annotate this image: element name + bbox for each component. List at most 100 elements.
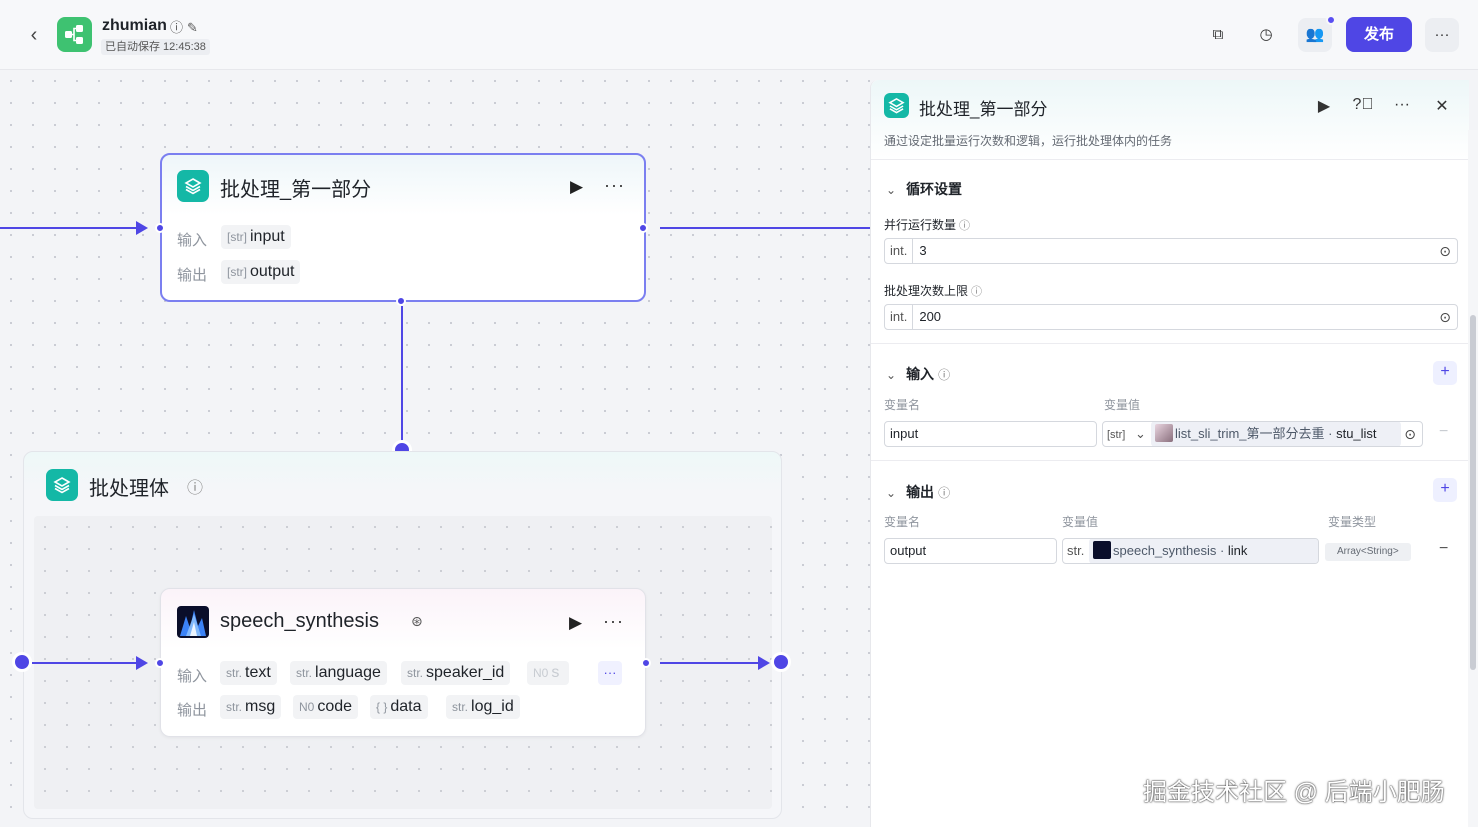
output-chip: [str]output (221, 260, 301, 284)
col-var-value: 变量值 (1062, 515, 1099, 529)
history-icon[interactable]: ◷ (1259, 26, 1273, 43)
edge-into-speech (32, 662, 140, 664)
output-var-name-field[interactable]: output (884, 538, 1057, 564)
layers-icon (46, 469, 78, 501)
run-icon[interactable]: ▶ (1317, 98, 1331, 115)
divider (871, 460, 1469, 461)
edge-in-batch (0, 227, 140, 229)
run-icon[interactable]: ▶ (569, 613, 583, 632)
add-output-button[interactable]: + (1433, 478, 1457, 502)
remove-row-icon[interactable]: − (1439, 423, 1449, 440)
speech-synthesis-node[interactable]: speech_synthesis ⊛ ▶ ··· 输入 str.text str… (160, 588, 646, 737)
input-chip: str.language (290, 661, 387, 685)
col-var-name: 变量名 (884, 398, 921, 412)
back-icon[interactable]: ‹ (30, 24, 38, 46)
input-chip: str.text (220, 661, 277, 685)
layers-icon (884, 93, 909, 118)
node-more-icon[interactable]: ··· (603, 611, 624, 631)
notification-badge (1326, 15, 1336, 25)
output-chip: { }data (370, 695, 428, 719)
more-icon[interactable]: ··· (1394, 96, 1410, 113)
speech-synthesis-icon (177, 606, 209, 638)
input-chip: str.speaker_id (401, 661, 511, 685)
var-type-chip[interactable]: Array<String> (1325, 543, 1411, 561)
group-title: 批处理体 (89, 478, 169, 500)
panel-title[interactable]: 批处理_第一部分 (919, 100, 1048, 119)
parallel-count-input[interactable]: int.3⊙ (884, 238, 1458, 264)
info-icon: ⓘ (938, 486, 951, 500)
edge-batch-to-body (401, 306, 403, 451)
edge-out-batch (660, 227, 870, 229)
collaborators-button[interactable]: 👥 (1298, 15, 1336, 52)
copy-icon[interactable]: ⧉ (1212, 26, 1224, 43)
app-title: zhumian (102, 17, 167, 34)
batch-in-port[interactable] (155, 223, 165, 233)
body-left-port[interactable] (12, 652, 32, 672)
run-icon[interactable]: ▶ (570, 177, 584, 196)
publish-button[interactable]: 发布 (1346, 17, 1412, 52)
batch-limit-input[interactable]: int.200⊙ (884, 304, 1458, 330)
panel-scrollbar-thumb[interactable] (1470, 315, 1476, 670)
output-label: 输出 (177, 267, 208, 284)
variable-reference-pill: speech_synthesis · link (1089, 539, 1318, 563)
input-label: 输入 (177, 232, 208, 249)
variable-ref-icon: ⊙ (1404, 426, 1416, 442)
batch-bottom-port[interactable] (396, 296, 406, 306)
col-var-type: 变量类型 (1328, 515, 1377, 529)
loop-section-header[interactable]: ⌄循环设置 (886, 181, 963, 197)
speech-in-port[interactable] (155, 658, 165, 668)
chevron-down-icon: ⌄ (886, 183, 897, 197)
more-menu-icon[interactable]: ··· (1425, 18, 1459, 52)
edge-arrow (758, 656, 770, 670)
body-right-port[interactable] (771, 652, 791, 672)
variable-ref-icon: ⊙ (1439, 243, 1451, 259)
input-var-name-field[interactable]: input (884, 421, 1097, 447)
edge-arrow (136, 221, 148, 235)
variable-reference-pill: list_sli_trim_第一部分去重 · stu_list (1151, 422, 1401, 446)
batch-out-port[interactable] (638, 223, 648, 233)
autosave-status: 已自动保存 12:45:38 (101, 39, 210, 55)
panel-header: 批处理_第一部分 通过设定批量运行次数和逻辑，运行批处理体内的任务 ▶ ?⃝ ·… (871, 80, 1469, 160)
app-logo-icon (57, 17, 92, 52)
batch-node[interactable]: 批处理_第一部分 ▶ ··· 输入 [str]input 输出 [str]out… (160, 153, 646, 302)
variable-ref-icon: ⊙ (1439, 309, 1451, 325)
chevron-down-icon: ⌄ (1134, 426, 1146, 441)
output-chip: str.log_id (446, 695, 520, 719)
expand-inputs-button[interactable]: ··· (598, 661, 622, 685)
edge-arrow (136, 656, 148, 670)
input-label: 输入 (177, 668, 208, 685)
input-var-value-field[interactable]: [str] ⌄ list_sli_trim_第一部分去重 · stu_list … (1102, 421, 1423, 447)
workflow-canvas[interactable]: 批处理_第一部分 ▶ ··· 输入 [str]input 输出 [str]out… (0, 70, 870, 827)
top-bar: ‹ zhumian ⓘ✎ 已自动保存 12:45:38 ⧉ ◷ 👥 发布 ··· (0, 0, 1478, 70)
batch-node-title: 批处理_第一部分 (220, 179, 372, 201)
plugin-icon: ⊛ (411, 613, 423, 629)
speech-out-port[interactable] (641, 658, 651, 668)
edit-icon[interactable]: ✎ (187, 20, 198, 35)
users-icon: 👥 (1305, 26, 1325, 43)
watermark: 掘金技术社区 @ 后端小肥肠 (1143, 779, 1445, 806)
add-input-button[interactable]: + (1433, 361, 1457, 385)
edge-out-speech (660, 662, 768, 664)
remove-row-icon[interactable]: − (1439, 540, 1449, 557)
chevron-down-icon: ⌄ (886, 486, 897, 500)
info-icon: ⓘ (959, 220, 971, 232)
output-var-value-field[interactable]: str. speech_synthesis · link (1062, 538, 1319, 564)
help-icon[interactable]: ?⃝ (1352, 96, 1374, 113)
col-var-value: 变量值 (1104, 398, 1141, 412)
close-icon[interactable]: ✕ (1435, 98, 1449, 115)
info-icon[interactable]: ⓘ (170, 20, 184, 35)
info-icon[interactable]: ⓘ (187, 480, 204, 497)
divider (871, 343, 1469, 344)
input-chip: [str]input (221, 225, 291, 249)
col-var-name: 变量名 (884, 515, 921, 529)
node-settings-panel: 批处理_第一部分 通过设定批量运行次数和逻辑，运行批处理体内的任务 ▶ ?⃝ ·… (870, 80, 1469, 827)
panel-description: 通过设定批量运行次数和逻辑，运行批处理体内的任务 (884, 134, 1173, 148)
node-more-icon[interactable]: ··· (604, 175, 625, 195)
output-chip: str.msg (220, 695, 282, 719)
layers-icon (177, 170, 209, 202)
